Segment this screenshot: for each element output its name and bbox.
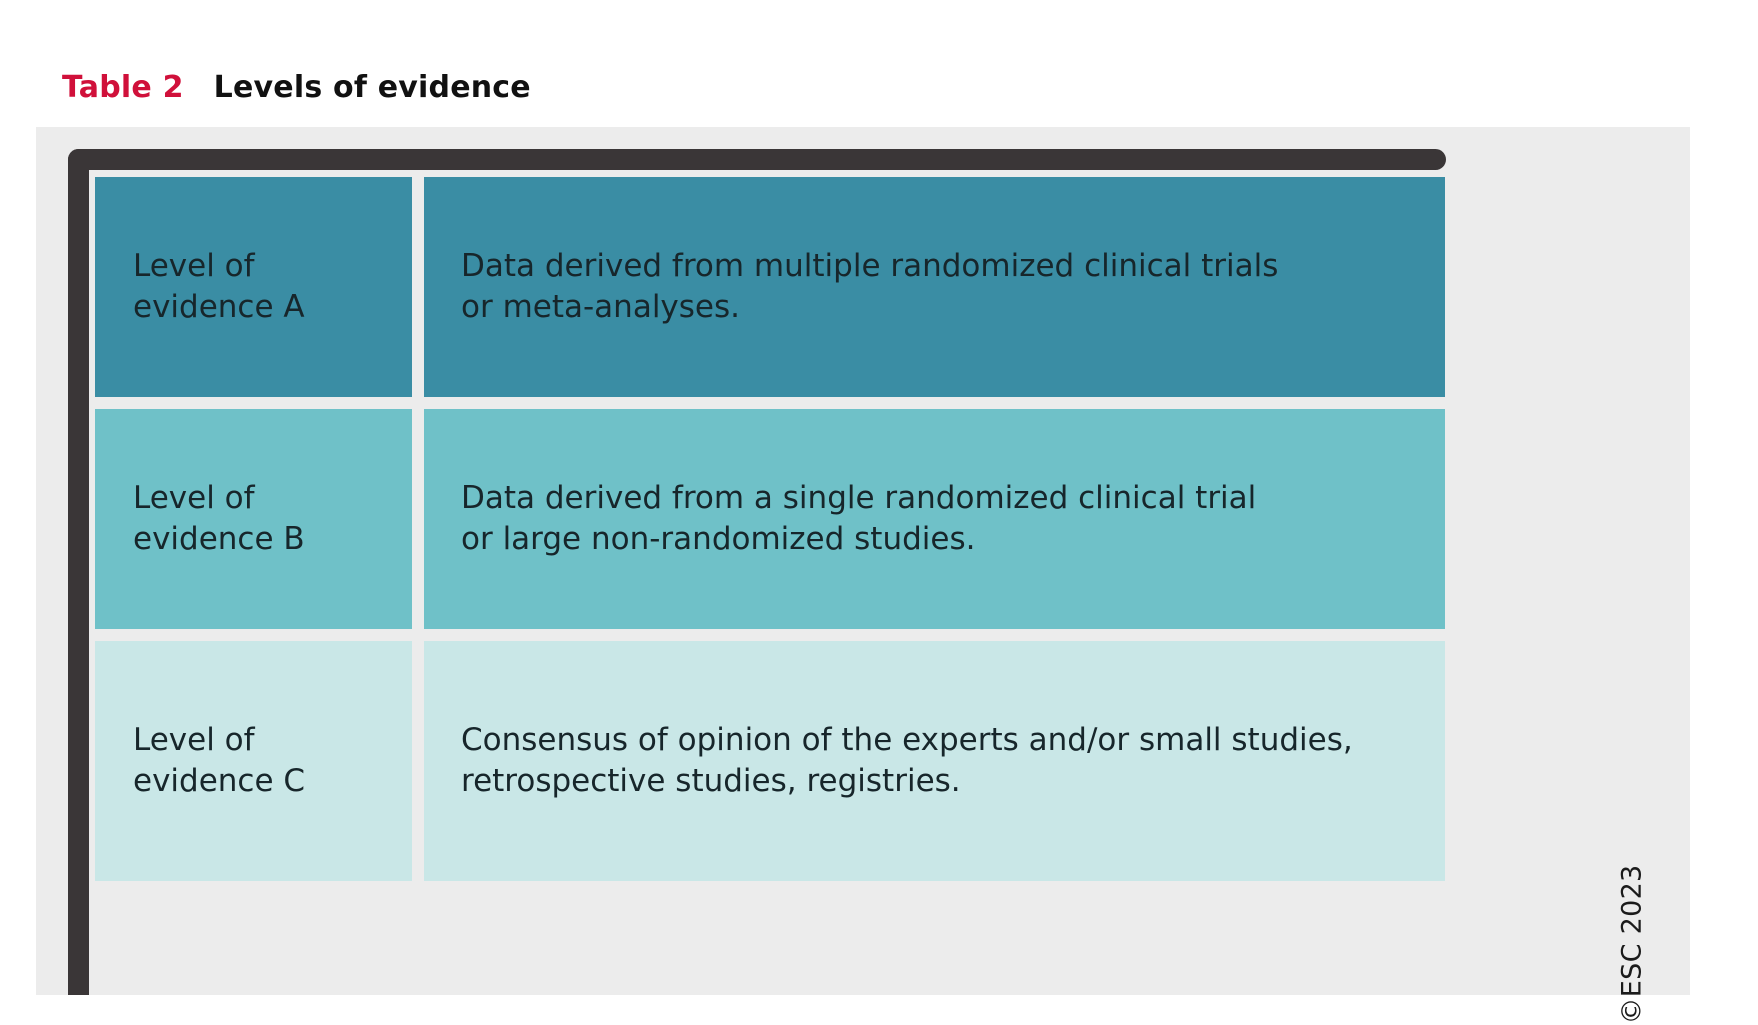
description-text-b: Data derived from a single randomized cl…: [461, 479, 1257, 557]
frame-rail-left: [68, 149, 89, 995]
copyright-text: ©ESC 2023: [1616, 864, 1648, 1025]
level-cell-c: Level of evidence C: [95, 641, 412, 881]
table-caption: Table 2 Levels of evidence: [62, 70, 531, 105]
table-row: Level of evidence C Consensus of opinion…: [95, 641, 1445, 881]
table-row: Level of evidence B Data derived from a …: [95, 409, 1445, 629]
copyright-note: ©ESC 2023: [1612, 700, 1652, 1024]
description-text-a: Data derived from multiple randomized cl…: [461, 247, 1279, 325]
level-label-c: Level of evidence C: [133, 721, 306, 799]
frame-rail-top: [68, 149, 1446, 170]
description-cell-b: Data derived from a single randomized cl…: [424, 409, 1445, 629]
table-number-label: Table 2: [62, 70, 184, 105]
description-cell-c: Consensus of opinion of the experts and/…: [424, 641, 1445, 881]
level-cell-b: Level of evidence B: [95, 409, 412, 629]
description-text-c: Consensus of opinion of the experts and/…: [461, 721, 1353, 799]
level-label-a: Level of evidence A: [133, 247, 305, 325]
level-cell-a: Level of evidence A: [95, 177, 412, 397]
description-cell-a: Data derived from multiple randomized cl…: [424, 177, 1445, 397]
level-label-b: Level of evidence B: [133, 479, 305, 557]
table-row: Level of evidence A Data derived from mu…: [95, 177, 1445, 397]
table-title: Levels of evidence: [213, 70, 531, 105]
evidence-levels-table: Level of evidence A Data derived from mu…: [95, 177, 1445, 995]
